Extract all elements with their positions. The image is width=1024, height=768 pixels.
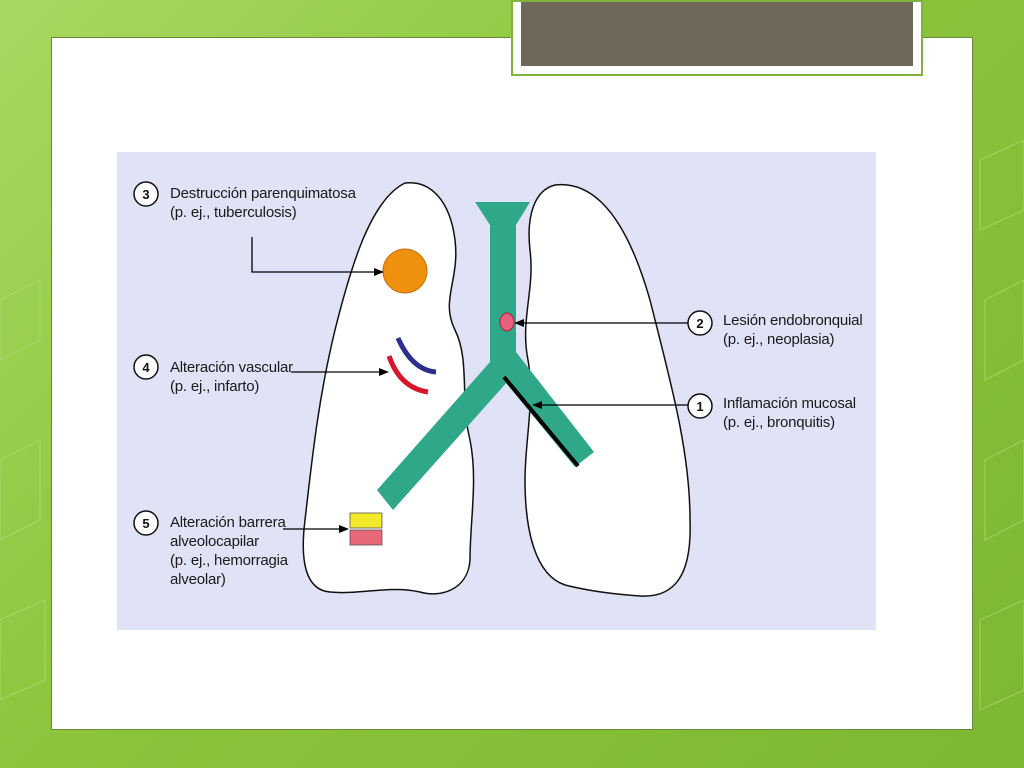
barrier-pink	[349, 529, 383, 546]
label-4-title: Alteración vascular	[170, 359, 293, 376]
badge-4	[133, 354, 159, 380]
vascular-blue-arc	[395, 336, 437, 375]
mucosal-inflammation-line	[502, 375, 580, 468]
arrow-3	[251, 237, 378, 273]
title-tab	[511, 0, 923, 76]
right-lung	[524, 184, 691, 597]
barrier-yellow	[349, 512, 383, 529]
label-5-example: (p. ej., hemorragia	[170, 552, 288, 569]
badge-5-number: 5	[142, 516, 149, 531]
airway-tree	[377, 202, 594, 510]
badge-2	[687, 310, 713, 336]
label-2-title: Lesión endobronquial	[723, 312, 863, 329]
endobronchial-lesion	[499, 312, 515, 332]
badge-1	[687, 393, 713, 419]
label-5-title-cont: alveolocapilar	[170, 533, 259, 550]
label-1: Inflamación mucosal (p. ej., bronquitis)	[723, 394, 856, 432]
label-2-example: (p. ej., neoplasia)	[723, 331, 835, 348]
label-4-example: (p. ej., infarto)	[170, 378, 260, 395]
label-5: Alteración barrera alveolocapilar (p. ej…	[170, 513, 288, 589]
badge-5	[133, 510, 159, 536]
badge-2-number: 2	[696, 316, 703, 331]
label-1-example: (p. ej., bronquitis)	[723, 414, 835, 431]
parenchymal-lesion	[382, 248, 428, 294]
vascular-red-arc	[386, 355, 429, 395]
label-3: Destrucción parenquimatosa (p. ej., tube…	[170, 184, 356, 222]
label-2: Lesión endobronquial (p. ej., neoplasia)	[723, 311, 863, 349]
badge-3-number: 3	[142, 187, 149, 202]
label-1-title: Inflamación mucosal	[723, 395, 856, 412]
title-bar	[521, 2, 913, 66]
label-4: Alteración vascular (p. ej., infarto)	[170, 358, 293, 396]
left-lung	[302, 182, 475, 595]
badge-1-number: 1	[696, 399, 703, 414]
label-3-title: Destrucción parenquimatosa	[170, 185, 356, 202]
label-5-title: Alteración barrera	[170, 514, 286, 531]
badge-3	[133, 181, 159, 207]
badge-4-number: 4	[142, 360, 150, 375]
number-badges	[133, 181, 713, 536]
label-3-example: (p. ej., tuberculosis)	[170, 204, 297, 221]
label-5-example-cont: alveolar)	[170, 571, 226, 588]
